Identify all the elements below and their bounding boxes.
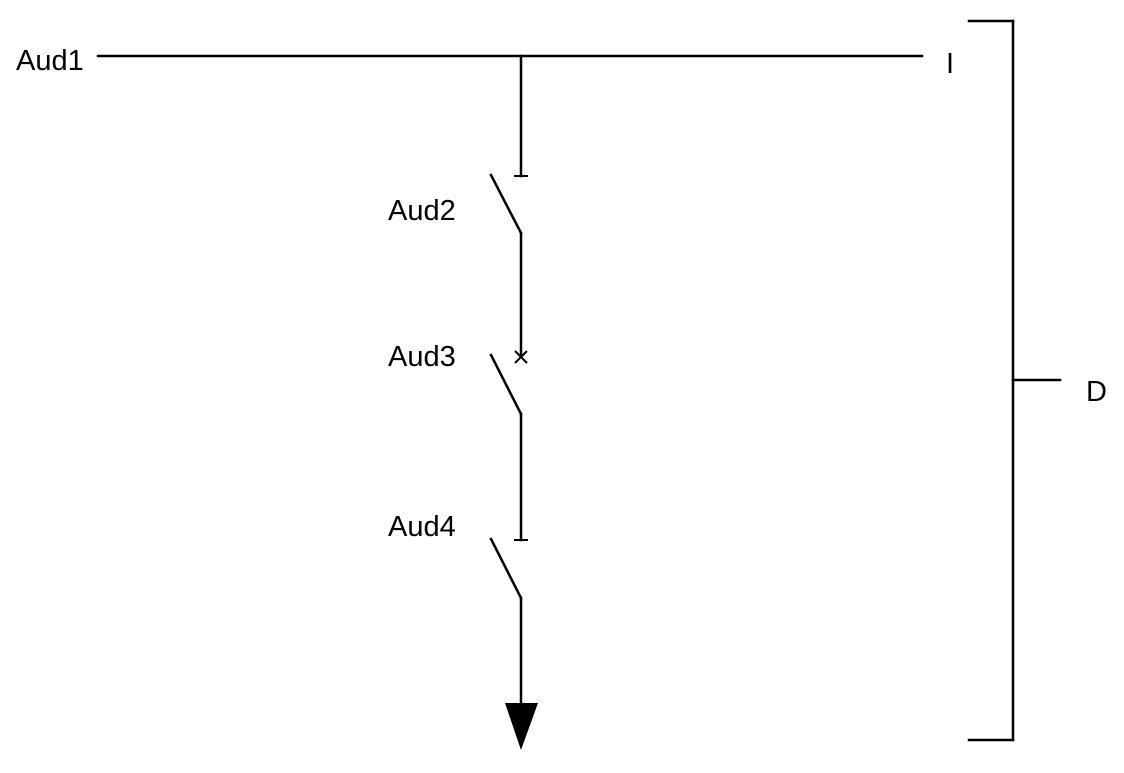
bracket-d [967, 19, 1062, 742]
label-aud4: Aud4 [388, 511, 456, 543]
label-aud1: Aud1 [16, 45, 84, 77]
switch-aud3 [489, 350, 528, 542]
switch-aud3-cross-b [514, 350, 528, 364]
label-aud2: Aud2 [388, 195, 456, 227]
switch-aud3-blade [489, 353, 523, 416]
switch-aud2 [489, 173, 528, 359]
switch-aud2-blade [489, 173, 523, 235]
switch-aud4-blade [489, 537, 523, 600]
switch-aud4 [489, 537, 528, 707]
label-end-marker: I [946, 48, 954, 80]
label-d: D [1086, 376, 1107, 408]
label-aud3: Aud3 [388, 341, 456, 373]
output-arrow-icon [505, 703, 538, 750]
